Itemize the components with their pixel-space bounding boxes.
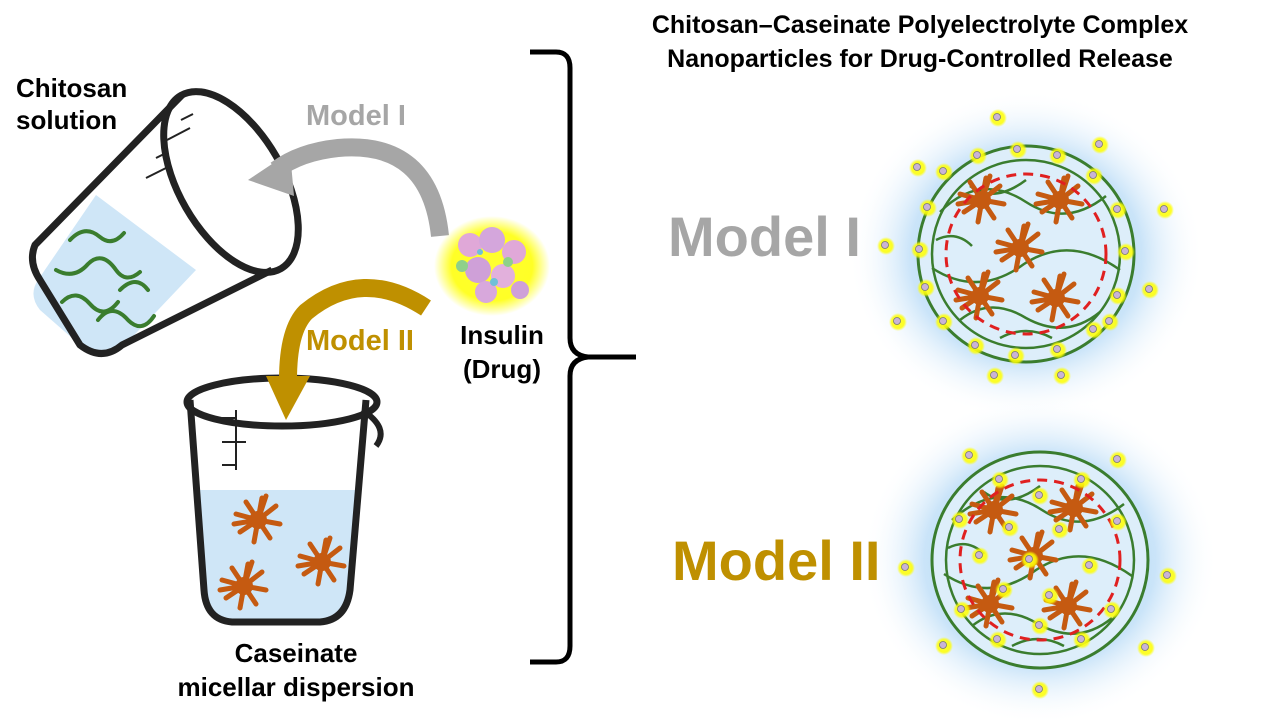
chitosan-beaker-icon — [28, 88, 302, 357]
model2-heading: Model II — [672, 529, 881, 592]
caseinate-label-line-2: micellar dispersion — [177, 672, 415, 702]
model1-nanoparticle-icon — [848, 90, 1204, 420]
model1-heading: Model I — [668, 205, 861, 268]
model1-arrow-label: Model I — [306, 100, 406, 132]
insulin-label-line-1: Insulin — [460, 320, 544, 350]
title-line-1: Chitosan–Caseinate Polyelectrolyte Compl… — [651, 11, 1189, 39]
model2-arrow-icon — [266, 279, 431, 420]
model2-nanoparticle-icon — [862, 395, 1218, 720]
model1-arrow-icon — [248, 138, 449, 238]
caseinate-label-line-1: Caseinate — [234, 638, 358, 668]
chitosan-label-line-2: solution — [16, 105, 118, 135]
insulin-drug-label: Insulin (Drug) — [432, 318, 572, 386]
curly-brace-icon — [530, 49, 636, 665]
diagram-title: Chitosan–Caseinate Polyelectrolyte Compl… — [560, 8, 1280, 76]
caseinate-beaker-icon — [183, 374, 384, 626]
chitosan-solution-label: Chitosan solution — [16, 72, 127, 136]
chitosan-label-line-1: Chitosan — [16, 73, 128, 103]
insulin-label-line-2: (Drug) — [463, 354, 541, 384]
title-line-2: Nanoparticles for Drug-Controlled Releas… — [667, 45, 1173, 73]
protein-molecule-icon — [434, 216, 550, 316]
caseinate-dispersion-label: Caseinate micellar dispersion — [166, 636, 426, 704]
model2-arrow-label: Model II — [306, 325, 414, 357]
